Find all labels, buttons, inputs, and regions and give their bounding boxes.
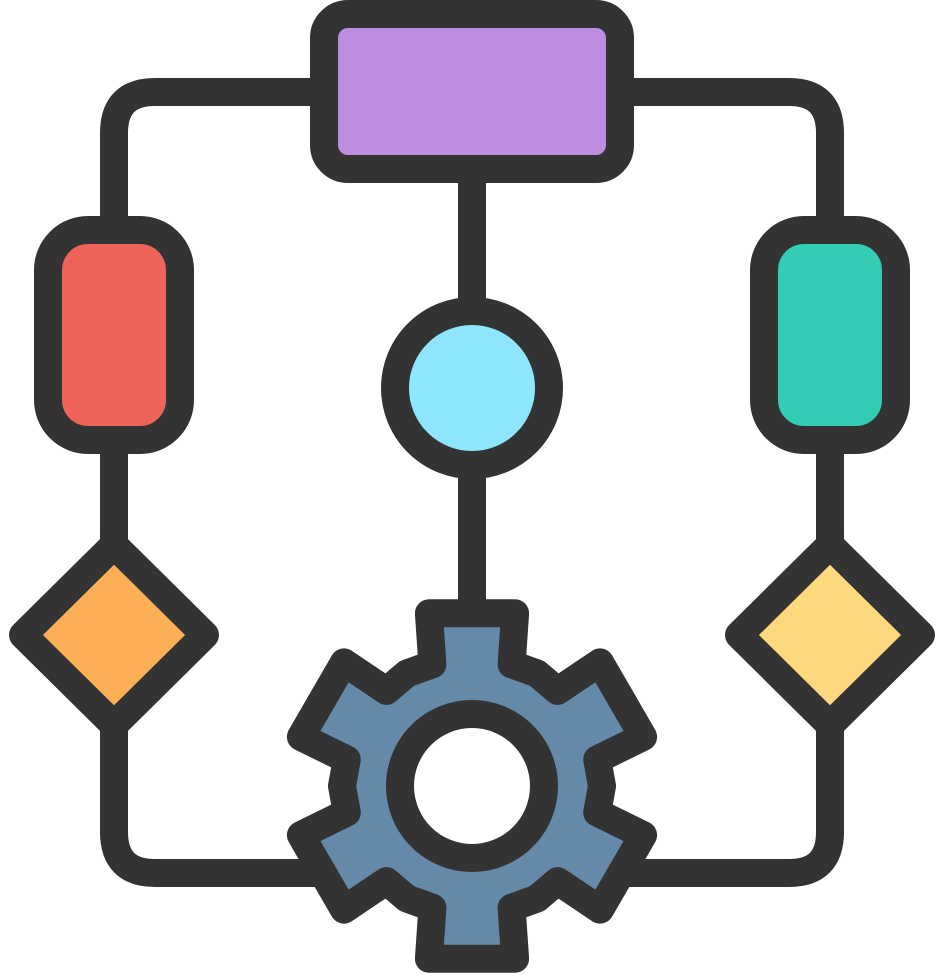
center-circle-node [381, 297, 563, 479]
connector-lines [100, 78, 844, 887]
left-decision-diamond [9, 531, 219, 739]
connector-left-loop [100, 78, 326, 244]
top-process-box [310, 0, 634, 183]
left-process-box [34, 216, 194, 454]
right-decision-diamond [725, 531, 935, 739]
connector-right-loop [618, 78, 844, 244]
right-process-box [750, 216, 910, 454]
connector-left-bottom [100, 711, 334, 887]
gear-hole [386, 700, 558, 872]
connector-right-bottom [610, 711, 844, 887]
